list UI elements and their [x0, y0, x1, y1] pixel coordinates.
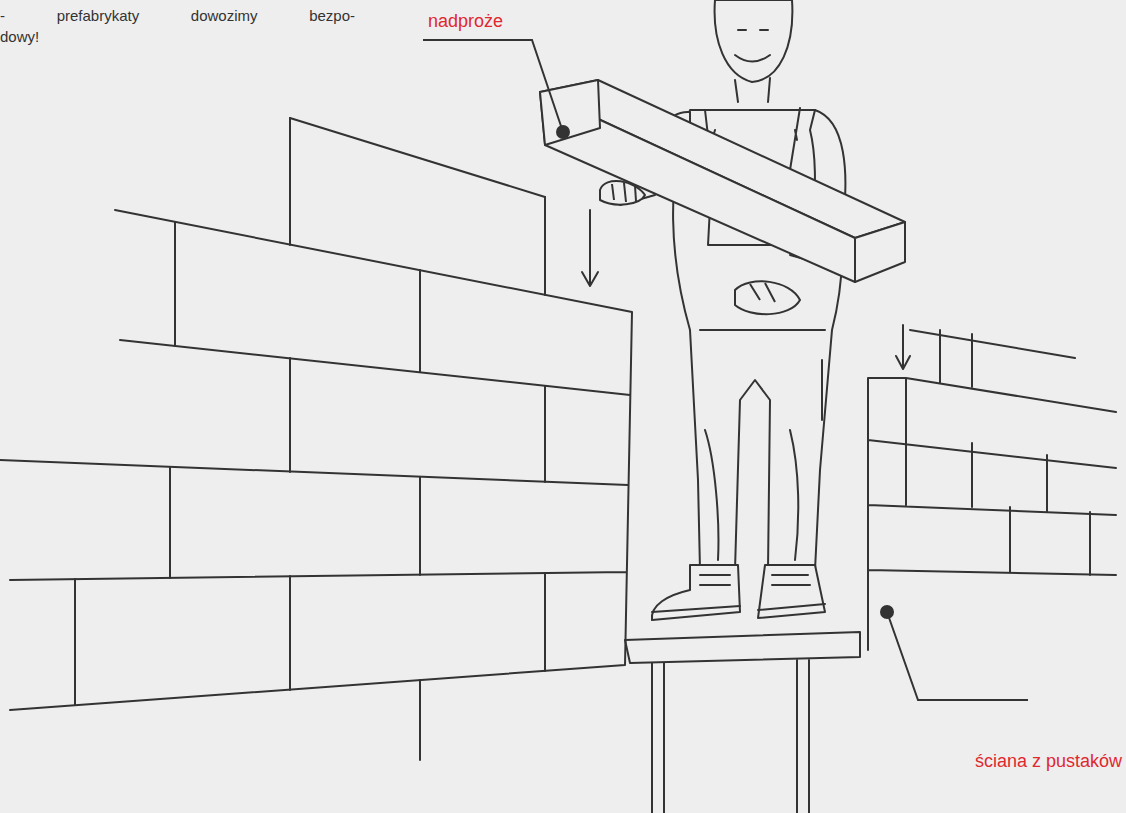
down-arrow: [896, 325, 910, 369]
leader-lines: [423, 40, 1028, 700]
worker-hand: [600, 181, 645, 205]
wall-courses: [0, 118, 632, 710]
worker-head: [715, 0, 793, 82]
leader-dot: [881, 606, 893, 618]
placement-arrows: [582, 210, 910, 369]
part-name: nadproże: [428, 10, 503, 32]
scaffold-posts: [652, 660, 809, 813]
boot-laces: [652, 575, 825, 612]
wall-joints: [940, 330, 1090, 575]
worker-face: [735, 30, 770, 102]
leader-line: [887, 612, 1028, 700]
worker-legs: [700, 330, 825, 560]
beam-end-face: [855, 222, 905, 282]
down-arrow: [582, 210, 598, 286]
wall-courses: [868, 330, 1116, 650]
leader-dot: [557, 126, 569, 138]
block-wall-left: [0, 118, 632, 760]
scaffold: [625, 632, 860, 813]
lintel-beam: [540, 80, 905, 314]
part-name: ściana z pustaków: [975, 750, 1122, 772]
leader-line: [423, 40, 563, 132]
block-wall-right: [868, 330, 1116, 650]
finger-lines: [612, 183, 775, 302]
wall-joints: [75, 118, 545, 760]
worker: [612, 0, 845, 620]
scaffold-platform: [625, 632, 860, 663]
intro-note: - prefabrykaty dowozimy bezpo- dowy!: [0, 5, 355, 47]
